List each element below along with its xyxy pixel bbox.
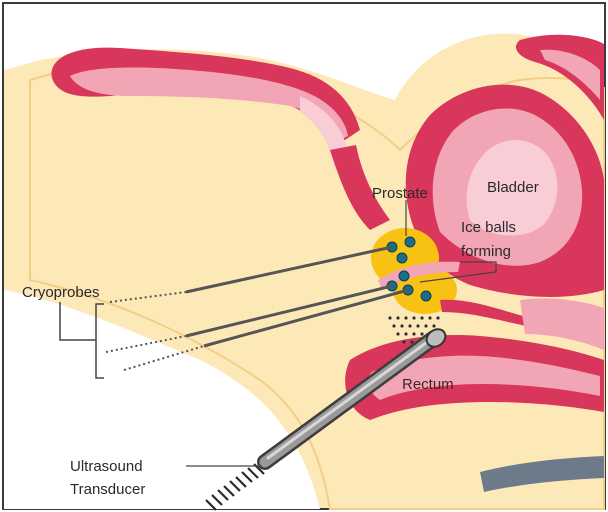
label-ultrasound-line2: Transducer [70, 481, 145, 498]
label-ice-balls-line1: Ice balls [461, 219, 516, 236]
ice-ball-icon [397, 253, 407, 263]
ice-ball-icon [399, 271, 409, 281]
label-ultrasound-line1: Ultrasound [70, 458, 143, 475]
label-bladder: Bladder [487, 179, 539, 196]
ice-ball-icon [405, 237, 415, 247]
label-ice-balls-line2: forming [461, 243, 511, 260]
label-prostate: Prostate [372, 185, 428, 202]
label-cryoprobes: Cryoprobes [22, 284, 100, 301]
label-rectum: Rectum [402, 376, 454, 393]
ice-ball-icon [421, 291, 431, 301]
